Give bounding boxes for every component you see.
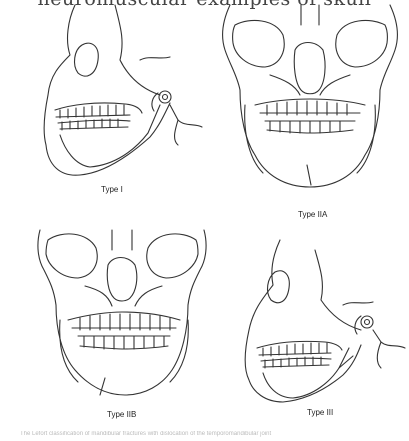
skull-lateral-drawing bbox=[225, 230, 409, 420]
skull-frontal-drawing bbox=[30, 210, 220, 420]
figure-type-iia: Type IIA bbox=[215, 5, 409, 220]
skull-frontal-drawing bbox=[215, 5, 409, 220]
figure-type-i: Type I bbox=[20, 5, 205, 190]
lower-teeth bbox=[270, 121, 340, 133]
figure-type-iib: Type IIB bbox=[30, 210, 220, 420]
upper-teeth bbox=[263, 343, 327, 356]
figure-type-iii: Type III bbox=[225, 230, 409, 420]
caption-type-iib: Type IIB bbox=[107, 410, 136, 419]
caption-type-iia: Type IIA bbox=[298, 210, 327, 219]
bottom-cutoff-text: The Lefort classification of mandibular … bbox=[20, 431, 400, 441]
caption-type-i: Type I bbox=[101, 185, 123, 194]
caption-type-iii: Type III bbox=[307, 408, 333, 417]
upper-teeth bbox=[60, 105, 124, 118]
skull-lateral-drawing bbox=[20, 5, 205, 190]
